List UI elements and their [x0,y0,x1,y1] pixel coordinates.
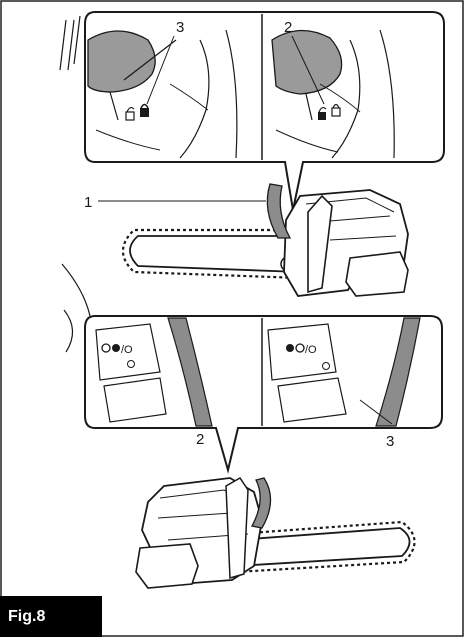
top-callout-bubble: 3 2 [60,12,444,210]
figure-label: Fig.8 [0,596,102,637]
chainsaw-top-view: 1 [84,184,408,296]
guide-bar [130,236,300,272]
front-handle [226,478,248,578]
guide-bar [236,528,410,566]
chain-brake-lever [267,184,290,238]
svg-text:/O: /O [305,344,317,356]
battery-pack [136,544,198,588]
callout-main-pointer: 1 [84,194,92,211]
bottom-callout-bubble: /O /O 3 2 [62,264,442,470]
callout-bottom-left: 2 [196,431,204,448]
callout-bottom-right: 3 [386,433,394,450]
svg-text:/O: /O [121,344,133,356]
chainsaw-bottom-view [136,478,415,588]
callout-top-left: 3 [176,19,184,36]
battery-pack [346,252,408,296]
callout-top-right: 2 [284,19,292,36]
